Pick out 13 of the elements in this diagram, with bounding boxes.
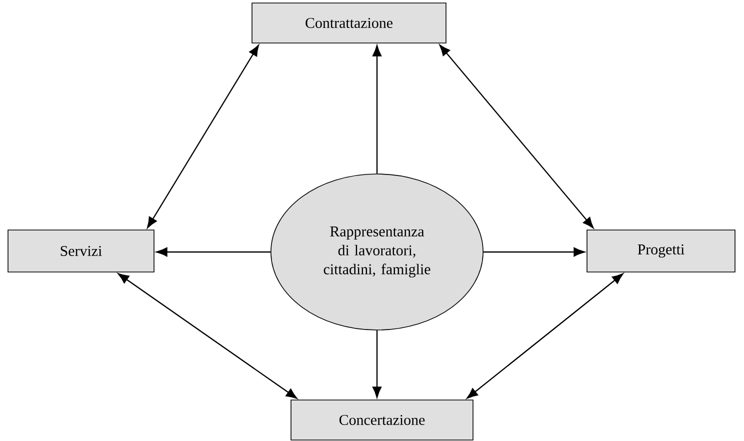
arrow — [156, 247, 271, 257]
arrow — [439, 44, 594, 228]
process-box: Contrattazione — [252, 2, 446, 44]
process-box: Concertazione — [290, 400, 474, 440]
arrow — [372, 330, 382, 398]
arrow — [483, 247, 585, 257]
process-box: Progetti — [586, 230, 736, 272]
ellipse-node: Rappresentanza di lavoratori, cittadini, famiglie — [270, 174, 484, 330]
arrow — [466, 273, 624, 399]
arrow — [118, 273, 298, 399]
process-box: Servizi — [8, 230, 154, 272]
arrow — [147, 44, 259, 228]
arrow — [372, 45, 382, 174]
